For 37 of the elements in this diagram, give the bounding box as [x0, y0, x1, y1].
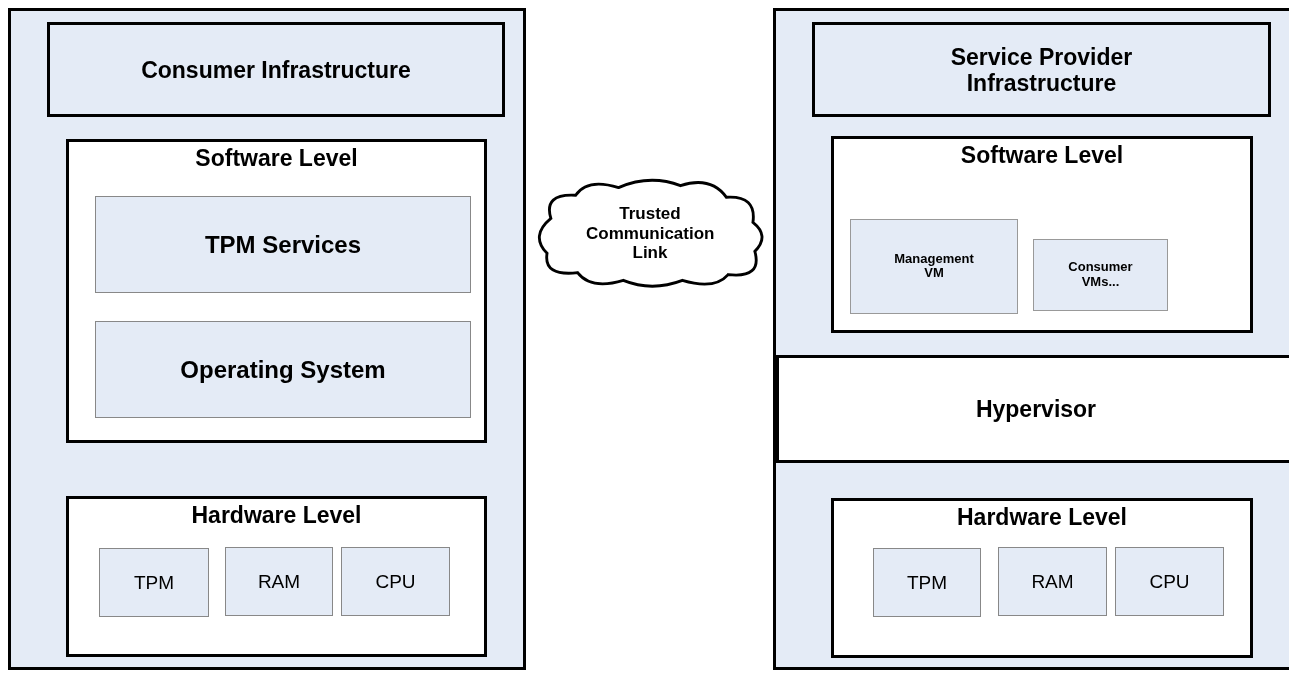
box-label: TPM Services: [203, 230, 363, 259]
box-label: Trusted Communication Link: [586, 203, 714, 263]
vm-box: [1033, 239, 1168, 311]
hardware-box: [225, 547, 333, 616]
box-label: Hypervisor: [974, 395, 1098, 423]
box-label: CPU: [1148, 570, 1191, 593]
level-heading: Software Level: [959, 142, 1125, 169]
vm-box: [850, 219, 1018, 314]
panel-background: [8, 8, 526, 670]
box-label: Management VM: [893, 251, 975, 282]
level-box: [831, 498, 1253, 658]
level-box: [66, 139, 487, 443]
hardware-box: [998, 547, 1107, 616]
level-heading: Hardware Level: [190, 502, 363, 529]
box-label: Service Provider Infrastructure: [949, 43, 1134, 96]
box-label: RAM: [256, 570, 302, 593]
box-label: Operating System: [179, 355, 387, 384]
title-box: [47, 22, 505, 117]
panel-background: [773, 8, 1289, 670]
box-label: Consumer Infrastructure: [140, 56, 412, 83]
layer-band: [776, 355, 1289, 463]
level-box: [831, 136, 1253, 333]
component-box: [95, 321, 471, 418]
box-label: Consumer VMs...: [1067, 260, 1134, 290]
hardware-box: [99, 548, 209, 617]
hardware-box: [341, 547, 450, 616]
box-label: CPU: [374, 570, 417, 593]
box-label: TPM: [132, 571, 176, 594]
box-label: TPM: [905, 571, 949, 594]
hardware-box: [1115, 547, 1224, 616]
level-heading: Hardware Level: [956, 504, 1128, 531]
level-heading: Software Level: [194, 145, 359, 172]
box-label: RAM: [1030, 570, 1075, 593]
level-box: [66, 496, 487, 657]
title-box: [812, 22, 1271, 117]
hardware-box: [873, 548, 981, 617]
component-box: [95, 196, 471, 293]
